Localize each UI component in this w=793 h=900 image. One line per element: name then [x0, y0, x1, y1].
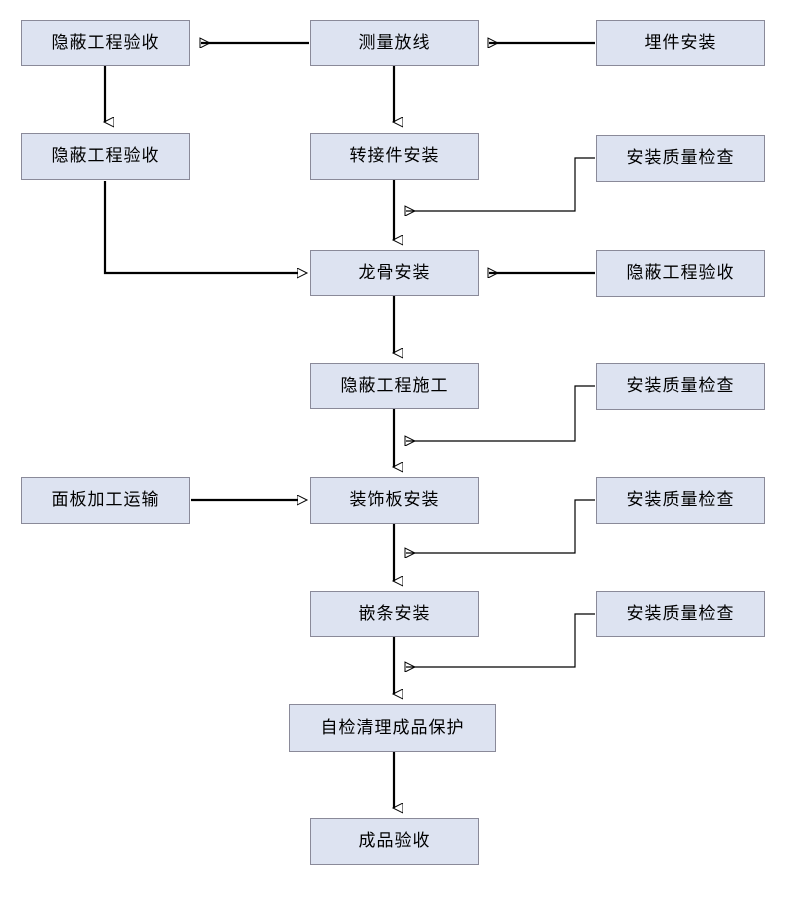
node-label: 埋件安装 — [644, 32, 717, 53]
node-maijian-anzhuang[interactable]: 埋件安装 — [596, 20, 765, 66]
node-label: 测量放线 — [358, 32, 431, 53]
node-anzhuang-zhiliang-jiancha-2[interactable]: 安装质量检查 — [596, 363, 765, 410]
node-longgu-anzhuang[interactable]: 龙骨安装 — [310, 250, 479, 296]
node-label: 安装质量检查 — [626, 376, 735, 396]
node-qiantiao-anzhuang[interactable]: 嵌条安装 — [310, 591, 479, 637]
node-anzhuang-zhiliang-jiancha-4[interactable]: 安装质量检查 — [596, 591, 765, 637]
node-label: 隐蔽工程验收 — [51, 146, 160, 166]
node-anzhuang-zhiliang-jiancha-3[interactable]: 安装质量检查 — [596, 477, 765, 524]
node-yinbi-gongcheng-yanshou-3[interactable]: 隐蔽工程验收 — [596, 250, 765, 297]
node-mianban-jiagong-yunshu[interactable]: 面板加工运输 — [21, 477, 190, 524]
node-label: 面板加工运输 — [51, 490, 160, 510]
node-label: 成品验收 — [358, 831, 431, 851]
node-yinbi-gongcheng-shigong[interactable]: 隐蔽工程施工 — [310, 363, 479, 409]
node-celiang-fangxian[interactable]: 测量放线 — [310, 20, 479, 66]
node-label: 嵌条安装 — [358, 603, 431, 624]
node-label: 隐蔽工程验收 — [51, 32, 160, 53]
node-label: 安装质量检查 — [626, 148, 735, 168]
node-label: 隐蔽工程验收 — [626, 263, 735, 283]
node-yinbi-gongcheng-yanshou-1[interactable]: 隐蔽工程验收 — [21, 20, 190, 66]
node-zhuanjiejian-anzhuang[interactable]: 转接件安装 — [310, 133, 479, 180]
node-label: 龙骨安装 — [358, 262, 431, 283]
node-zijian-qingli-chengpin-baohu[interactable]: 自检清理成品保护 — [289, 704, 496, 752]
node-yinbi-gongcheng-yanshou-2[interactable]: 隐蔽工程验收 — [21, 133, 190, 180]
node-chengpin-yanshou[interactable]: 成品验收 — [310, 818, 479, 865]
node-zhuangshiban-anzhuang[interactable]: 装饰板安装 — [310, 477, 479, 524]
node-label: 转接件安装 — [349, 146, 440, 166]
node-anzhuang-zhiliang-jiancha-1[interactable]: 安装质量检查 — [596, 135, 765, 182]
node-label: 装饰板安装 — [349, 490, 440, 510]
node-label: 安装质量检查 — [626, 490, 735, 510]
node-label: 安装质量检查 — [626, 603, 735, 624]
edge-yinbi2-to-longgu — [103, 181, 298, 273]
node-label: 自检清理成品保护 — [320, 717, 465, 738]
node-label: 隐蔽工程施工 — [340, 375, 449, 396]
